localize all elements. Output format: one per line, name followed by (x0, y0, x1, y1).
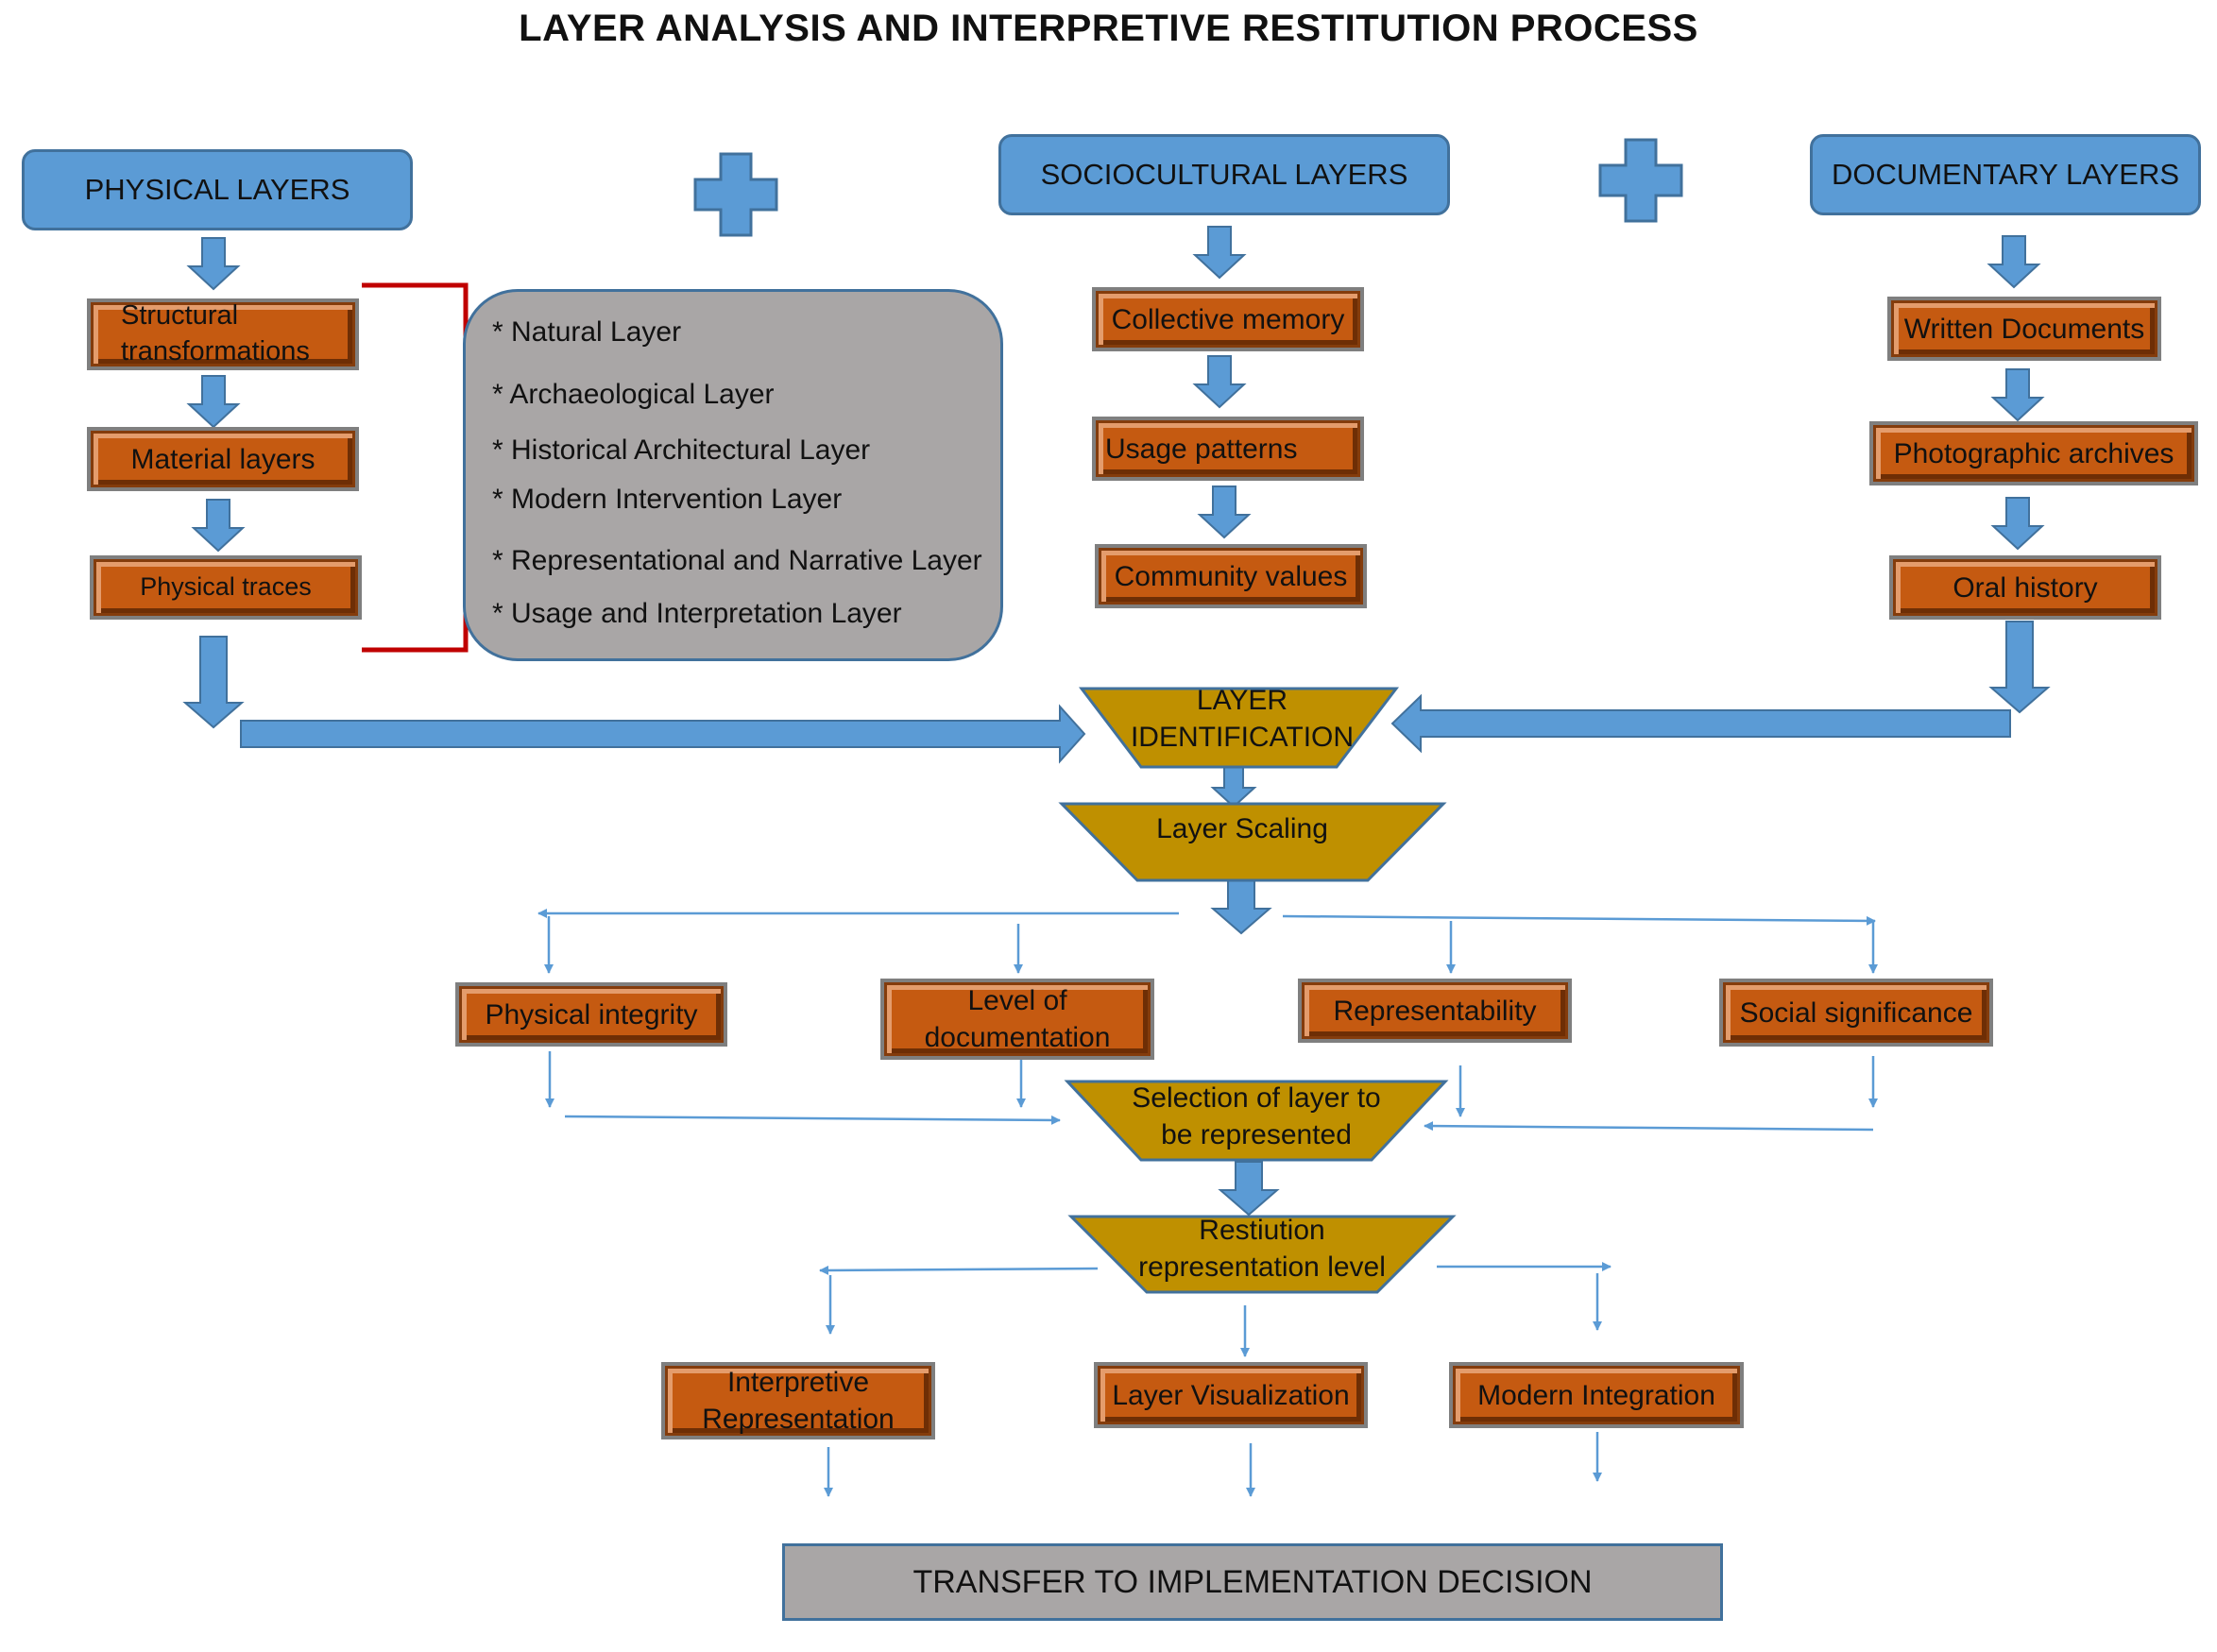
thin-arrows (537, 909, 1878, 1497)
representability-box: Representability (1298, 979, 1572, 1043)
implementation-decision-box: TRANSFER TO IMPLEMENTATION DECISION (782, 1543, 1723, 1621)
level-of-documentation-box: Level of documentation (880, 979, 1154, 1060)
layer-type-item: * Historical Architectural Layer (492, 434, 871, 466)
layer-type-item: * Natural Layer (492, 316, 682, 348)
physical-traces-box: Physical traces (90, 555, 362, 620)
photographic-archives-box: Photographic archives (1869, 421, 2198, 485)
modern-integration-box: Modern Integration (1449, 1362, 1744, 1428)
layer-identification-shape (1078, 687, 1400, 769)
layer-identification-label: LAYER IDENTIFICATION (1130, 685, 1355, 753)
material-layers-box: Material layers (87, 427, 359, 491)
interpretive-representation-box: Interpretive Representation (661, 1362, 935, 1439)
layer-group-bracket (362, 282, 469, 653)
documentary-layers-header: DOCUMENTARY LAYERS (1810, 134, 2201, 215)
flow-arrows (182, 226, 2051, 1217)
oral-history-box: Oral history (1889, 555, 2161, 620)
layer-visualization-box: Layer Visualization (1094, 1362, 1368, 1428)
structural-transformations-box: Structural transformations (87, 298, 359, 370)
restitution-shape (1067, 1215, 1457, 1294)
written-documents-box: Written Documents (1887, 297, 2161, 361)
community-values-box: Community values (1095, 544, 1367, 608)
plus-icon (1598, 138, 1683, 223)
sociocultural-layers-header: SOCIOCULTURAL LAYERS (998, 134, 1450, 215)
layer-scaling-label: Layer Scaling (1156, 813, 1328, 844)
selection-label: Selection of layer to be represented (1132, 1082, 1381, 1150)
physical-layers-header: PHYSICAL LAYERS (22, 149, 413, 230)
plus-icon (693, 152, 778, 237)
social-significance-box: Social significance (1719, 979, 1993, 1047)
collective-memory-box: Collective memory (1092, 287, 1364, 351)
page-title: LAYER ANALYSIS AND INTERPRETIVE RESTITUT… (519, 8, 1698, 49)
layer-scaling-shape (1058, 802, 1447, 882)
selection-shape (1064, 1080, 1449, 1162)
physical-integrity-box: Physical integrity (455, 982, 727, 1047)
layer-type-item: * Usage and Interpretation Layer (492, 598, 902, 629)
layer-type-item: * Modern Intervention Layer (492, 484, 843, 515)
usage-patterns-box: Usage patterns (1092, 417, 1364, 481)
layer-type-item: * Representational and Narrative Layer (492, 545, 982, 576)
restitution-label: Restiution representation level (1138, 1215, 1386, 1283)
layer-types-panel: * Natural Layer * Archaeological Layer *… (463, 289, 1003, 661)
layer-type-item: * Archaeological Layer (492, 379, 775, 410)
